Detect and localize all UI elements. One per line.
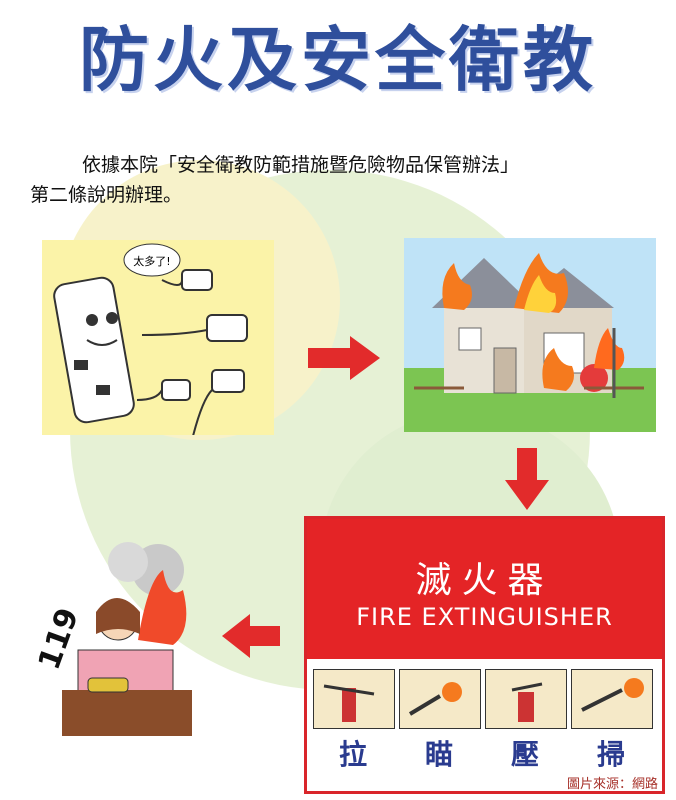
phone-call-icon: 119 [32,542,192,736]
intro-line-1: 依據本院「安全衛教防範措施暨危險物品保管辦法」 [82,154,520,176]
page-title: 防火及安全衛教 [79,18,597,101]
house-fire-icon [404,238,656,432]
bubble-text: 太多了! [133,254,170,268]
power-strip-icon: 太多了! [42,240,274,435]
step-pull-image [313,669,395,729]
step-aim-image [399,669,481,729]
arrow-down-icon [505,448,549,510]
step-sweep-image [571,669,653,729]
intro-text: 依據本院「安全衛教防範措施暨危險物品保管辦法」 第二條說明辦理。 [30,150,660,210]
step-sweep-label: 掃 [596,738,625,771]
step-squeeze-label: 壓 [510,738,539,771]
sign-header: 滅火器 FIRE EXTINGUISHER [307,519,662,659]
house-fire-illustration [404,238,656,432]
step-aim-label: 瞄 [424,738,453,771]
image-credit: 圖片來源：網路 [566,777,658,792]
extinguisher-name-en: FIRE EXTINGUISHER [356,603,613,631]
fire-extinguisher-sign: 滅火器 FIRE EXTINGUISHER 拉 瞄 壓 掃 [304,516,665,794]
call-119-illustration: 119 [28,540,213,740]
step-pull-label: 拉 [338,738,367,771]
intro-line-2: 第二條說明辦理。 [30,184,183,206]
arrow-left-icon [222,614,280,658]
step-squeeze-image [485,669,567,729]
extinguisher-name-cn: 滅火器 [415,560,554,601]
overload-illustration: 太多了! [42,240,274,435]
arrow-right-icon [308,336,380,380]
